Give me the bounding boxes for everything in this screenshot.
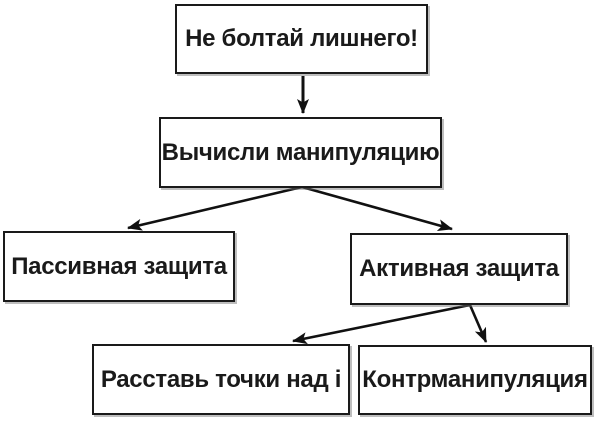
node-passive-defense-label: Пассивная защита [11, 252, 227, 280]
edge-compute-to-passive-arrow [127, 185, 303, 231]
node-passive-defense: Пассивная защита [3, 231, 235, 302]
node-counter-manipulation: Контрманипуляция [358, 345, 592, 415]
node-counter-manipulation-label: Контрманипуляция [362, 366, 588, 393]
node-identify-manipulation: Вычисли манипуляцию [159, 117, 442, 188]
node-dot-the-i-label: Расставь точки над i [100, 365, 342, 393]
edge-active-to-counter-arrow [468, 304, 488, 343]
node-identify-manipulation-label: Вычисли манипуляцию [161, 138, 440, 166]
node-active-defense: Активная защита [350, 233, 568, 305]
node-active-defense-label: Активная защита [359, 255, 559, 282]
node-dont-blab-label: Не болтай лишнего! [185, 25, 418, 52]
node-dont-blab: Не болтай лишнего! [175, 4, 428, 74]
edge-compute-to-active-arrow [301, 185, 453, 232]
edge-active-to-dots-arrow [292, 303, 471, 345]
node-dot-the-i: Расставь точки над i [92, 344, 350, 415]
